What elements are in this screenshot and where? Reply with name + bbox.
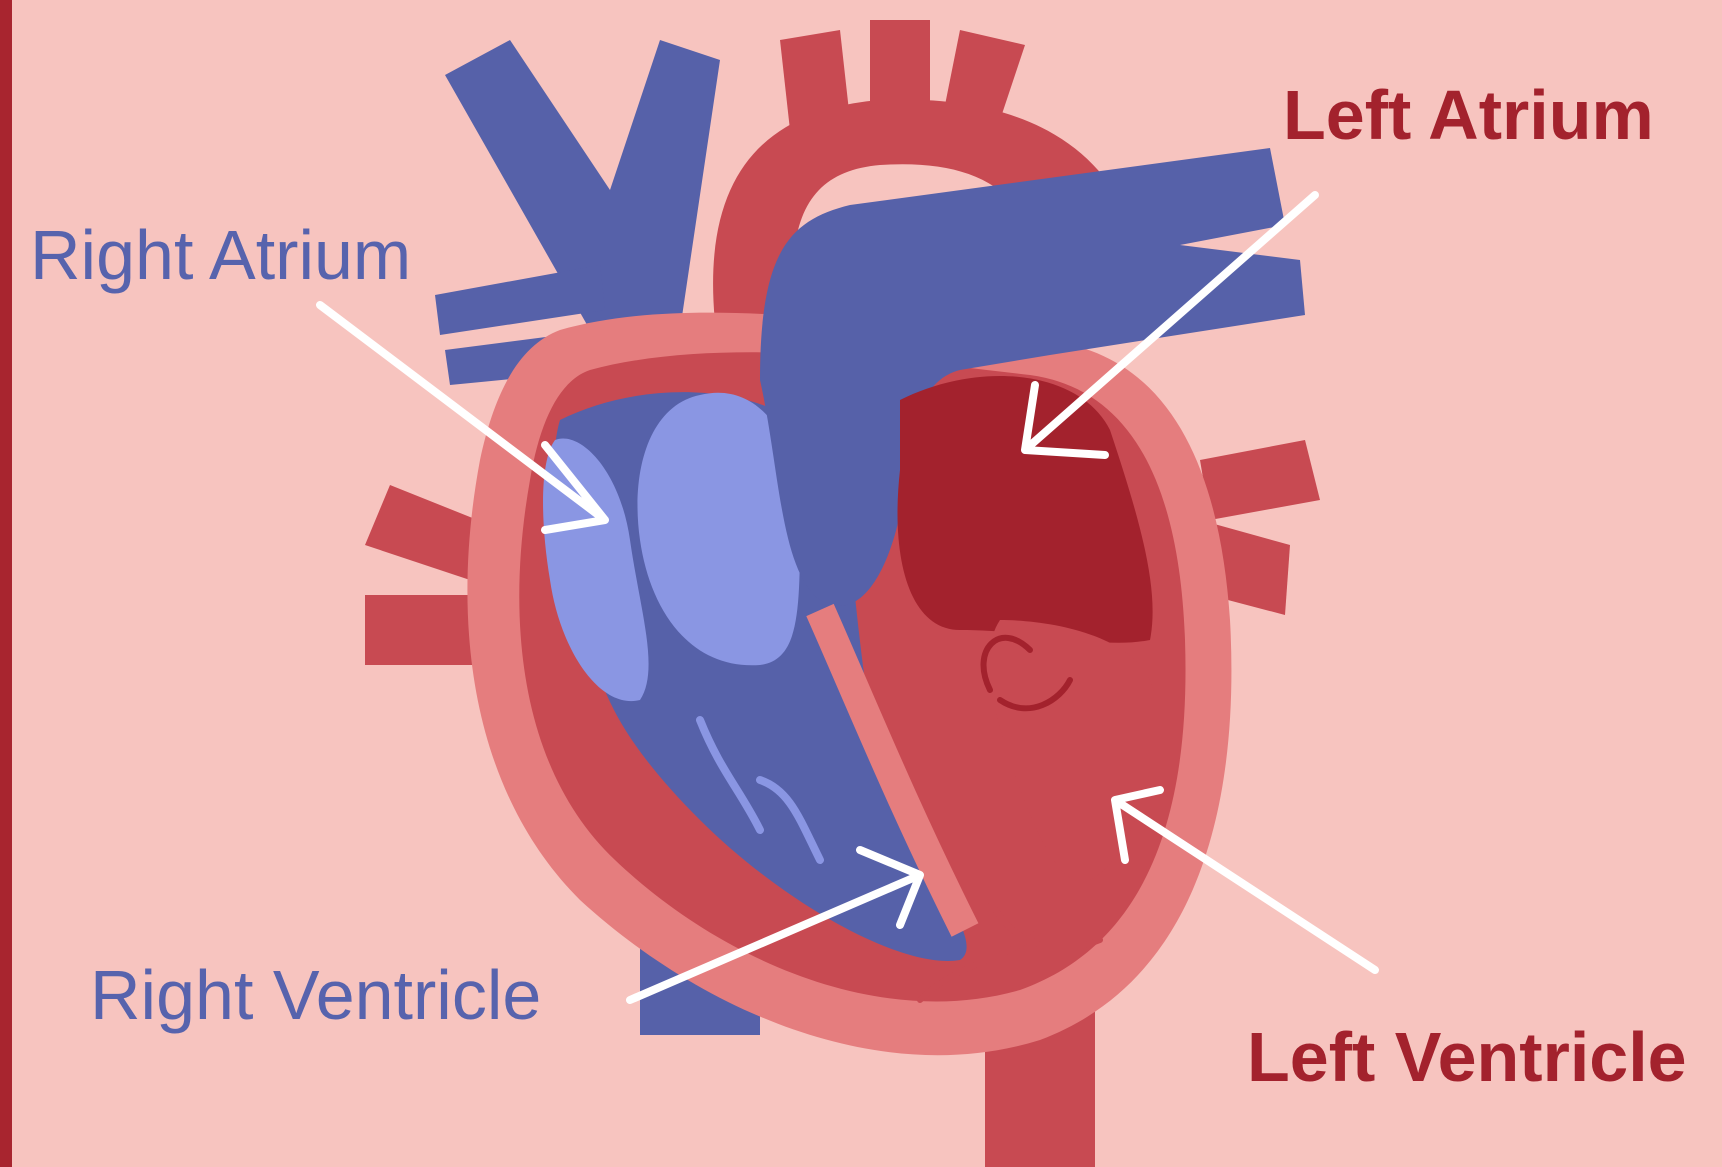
aorta-branch-3 [945,30,1025,120]
vessel-left-lower [365,595,480,665]
pulmonary-vein-right-upper [1200,440,1320,520]
label-left-atrium: Left Atrium [1283,80,1654,150]
aorta-branch-2 [870,20,930,105]
label-right-ventricle: Right Ventricle [90,960,541,1030]
label-left-ventricle: Left Ventricle [1247,1022,1687,1092]
aorta-branch-1 [780,30,850,130]
vein-branch-upper [435,265,605,335]
label-right-atrium: Right Atrium [30,220,411,290]
